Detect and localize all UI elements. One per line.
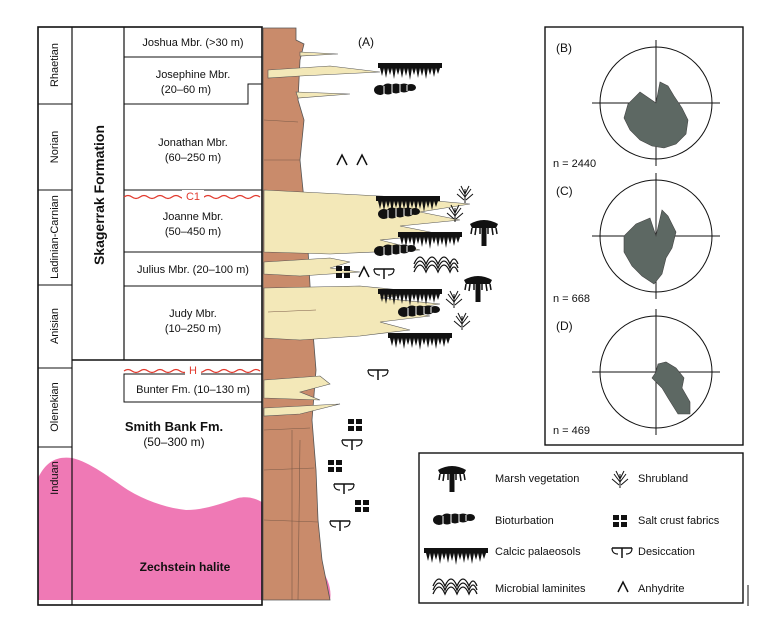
legend-label-palaeosol: Calcic palaeosols bbox=[495, 546, 581, 558]
stage-ladinian-carnian: Ladinian-Carnian bbox=[49, 195, 61, 279]
panel-label-a: (A) bbox=[358, 35, 374, 49]
legend-microbial-laminite-icon bbox=[432, 578, 478, 595]
legend-label-marsh: Marsh vegetation bbox=[495, 473, 579, 485]
panel-label-b: (B) bbox=[556, 41, 572, 55]
legend-anhydrite-icon bbox=[617, 581, 629, 593]
skagerrak-formation-label: Skagerrak Formation bbox=[91, 125, 107, 265]
marsh-vegetation-icon bbox=[469, 219, 499, 247]
legend-calcic-palaeosol-icon bbox=[424, 548, 488, 565]
rose-b-petals bbox=[623, 81, 689, 149]
legend-label-salt: Salt crust fabrics bbox=[638, 515, 720, 527]
shrubland-icon bbox=[453, 312, 471, 331]
stage-induan: Induan bbox=[49, 461, 61, 495]
legend: Marsh vegetation Shrubland Bioturbation … bbox=[424, 465, 720, 595]
legend-salt-crust-icon bbox=[613, 515, 627, 527]
member-joanne-thickness: (50–450 m) bbox=[165, 226, 221, 238]
member-jonathan: Jonathan Mbr. bbox=[158, 137, 228, 149]
panel-label-c: (C) bbox=[556, 184, 573, 198]
salt-crust-icon bbox=[348, 419, 362, 431]
legend-label-bioturbation: Bioturbation bbox=[495, 515, 554, 527]
bioturbation-icon bbox=[373, 83, 417, 96]
member-joanne: Joanne Mbr. bbox=[163, 211, 224, 223]
bioturbation-icon bbox=[397, 305, 441, 318]
rose-c-petals bbox=[623, 209, 677, 285]
unconformity-h-label: H bbox=[189, 365, 197, 377]
stage-rhaetian: Rhaetian bbox=[49, 43, 61, 87]
stratigraphic-column: Rhaetian Norian Ladinian-Carnian Anisian… bbox=[37, 26, 331, 606]
legend-label-shrubland: Shrubland bbox=[638, 473, 688, 485]
marsh-vegetation-icon bbox=[463, 275, 493, 303]
member-joshua: Joshua Mbr. (>30 m) bbox=[142, 37, 243, 49]
anhydrite-icon bbox=[356, 154, 368, 166]
rose-d-count: n = 469 bbox=[553, 425, 590, 437]
panel-label-d: (D) bbox=[556, 319, 573, 333]
stage-norian: Norian bbox=[49, 131, 61, 163]
member-josephine-thickness: (20–60 m) bbox=[161, 84, 211, 96]
smith-bank-label: Smith Bank Fm. bbox=[125, 419, 223, 434]
microbial-laminite-icon bbox=[413, 256, 459, 273]
rose-diagram-panel bbox=[544, 26, 744, 446]
calcic-palaeosol-icon bbox=[388, 333, 452, 350]
member-bunter: Bunter Fm. (10–130 m) bbox=[136, 384, 250, 396]
shrubland-icon bbox=[445, 290, 463, 309]
legend-label-microbial: Microbial laminites bbox=[495, 583, 586, 595]
anhydrite-icon bbox=[336, 154, 348, 166]
rose-d-petals bbox=[651, 361, 691, 415]
bioturbation-icon bbox=[373, 244, 417, 257]
sedimentary-log bbox=[262, 27, 471, 601]
stage-olenekian: Olenekian bbox=[49, 382, 61, 432]
calcic-palaeosol-icon bbox=[378, 63, 442, 80]
desiccation-icon bbox=[333, 483, 355, 495]
rose-diagrams: (B) n = 2440 (C) n = 668 (D) n = 469 bbox=[553, 40, 720, 437]
legend-desiccation-icon bbox=[611, 547, 633, 559]
legend-marsh-vegetation-icon bbox=[437, 465, 467, 493]
stage-anisian: Anisian bbox=[49, 308, 61, 344]
member-josephine: Josephine Mbr. bbox=[156, 69, 231, 81]
legend-label-desiccation: Desiccation bbox=[638, 546, 695, 558]
rose-c-count: n = 668 bbox=[553, 293, 590, 305]
legend-bioturbation-icon bbox=[432, 513, 476, 526]
desiccation-icon bbox=[329, 520, 351, 532]
zechstein-halite-label: Zechstein halite bbox=[140, 560, 231, 574]
legend-shrubland-icon bbox=[611, 470, 629, 489]
member-julius: Julius Mbr. (20–100 m) bbox=[137, 264, 249, 276]
zechstein-halite-body bbox=[38, 457, 331, 600]
smith-bank-thickness: (50–300 m) bbox=[143, 435, 204, 449]
anhydrite-icon bbox=[358, 266, 370, 278]
desiccation-icon bbox=[341, 439, 363, 451]
salt-crust-icon bbox=[328, 460, 342, 472]
shrubland-icon bbox=[456, 185, 474, 204]
salt-crust-icon bbox=[355, 500, 369, 512]
rose-b-count: n = 2440 bbox=[553, 158, 596, 170]
member-judy-thickness: (10–250 m) bbox=[165, 323, 221, 335]
desiccation-icon bbox=[373, 268, 395, 280]
unconformity-c1-label: C1 bbox=[186, 191, 200, 203]
legend-box bbox=[418, 452, 744, 604]
member-jonathan-thickness: (60–250 m) bbox=[165, 152, 221, 164]
desiccation-icon bbox=[367, 369, 389, 381]
member-judy: Judy Mbr. bbox=[169, 308, 217, 320]
legend-label-anhydrite: Anhydrite bbox=[638, 583, 684, 595]
